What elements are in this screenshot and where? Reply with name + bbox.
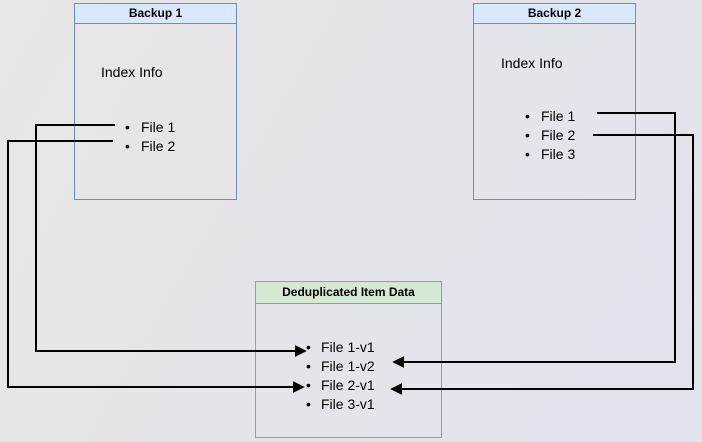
list-item: File 1 xyxy=(125,118,175,137)
dedup-file-list: File 1-v1File 1-v2File 2-v1File 3-v1 xyxy=(306,338,375,414)
list-item: File 1-v2 xyxy=(306,357,375,376)
list-item: File 1 xyxy=(525,107,575,126)
list-item: File 2 xyxy=(525,126,575,145)
backup1-index-info-label: Index Info xyxy=(101,64,163,80)
backup2-file-list: File 1File 2File 3 xyxy=(525,107,575,164)
list-item: File 3-v1 xyxy=(306,395,375,414)
list-item: File 3 xyxy=(525,145,575,164)
dedup-header: Deduplicated Item Data xyxy=(256,282,441,304)
backup2-box: Backup 2 Index Info File 1File 2File 3 xyxy=(473,3,636,200)
backup1-box: Backup 1 Index Info File 1File 2 xyxy=(74,3,237,200)
backup1-file-list: File 1File 2 xyxy=(125,118,175,156)
backup1-header: Backup 1 xyxy=(75,4,236,24)
backup2-index-info-label: Index Info xyxy=(501,55,563,71)
list-item: File 2 xyxy=(125,137,175,156)
backup2-header: Backup 2 xyxy=(474,4,635,24)
list-item: File 1-v1 xyxy=(306,338,375,357)
deduplicated-item-data-box: Deduplicated Item Data File 1-v1File 1-v… xyxy=(255,281,442,438)
list-item: File 2-v1 xyxy=(306,376,375,395)
